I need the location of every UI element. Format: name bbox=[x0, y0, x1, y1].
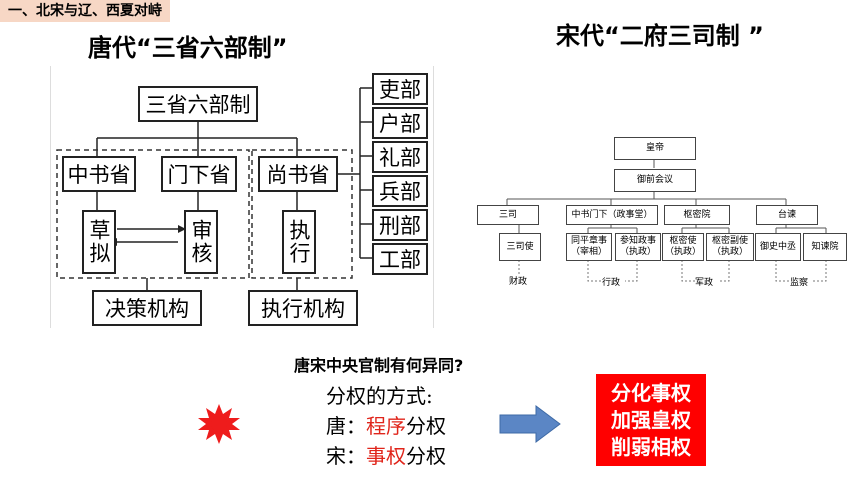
question-text: 唐宋中央官制有何异同? bbox=[294, 356, 464, 375]
function-label: 行政 bbox=[602, 278, 621, 288]
sub-office-box: 御史中丞 bbox=[755, 233, 801, 261]
ministry-box: 吏部 bbox=[372, 73, 428, 105]
draft-box: 草拟 bbox=[82, 210, 116, 274]
branch-box: 中书门下（政事堂） bbox=[566, 205, 658, 225]
method-label: 分权的方式: bbox=[326, 384, 433, 408]
sub-office-text: 枢密副使（执政） bbox=[711, 236, 748, 257]
conclusion-line: 加强皇权 bbox=[611, 407, 691, 432]
function-label: 监察 bbox=[790, 278, 809, 288]
sub-office-box: 同平章事（宰相） bbox=[566, 233, 612, 261]
song-method-line: 宋：事权分权 bbox=[326, 440, 446, 469]
sub-office-box: 枢密副使（执政） bbox=[706, 233, 754, 261]
tang-line-prefix: 唐： bbox=[326, 414, 366, 438]
branch-box: 台谏 bbox=[756, 205, 818, 225]
sub-office-text: 参知政事（执政） bbox=[619, 236, 656, 257]
conclusion-line: 削弱相权 bbox=[611, 434, 691, 459]
ministry-box: 工部 bbox=[372, 243, 428, 275]
tang-title: 唐代“三省六部制” bbox=[88, 34, 288, 62]
branch-box: 三司 bbox=[477, 205, 539, 225]
sub-office-box: 参知政事（执政） bbox=[615, 233, 661, 261]
execute-box: 执行 bbox=[282, 210, 316, 274]
ministry-box: 兵部 bbox=[372, 175, 428, 207]
ministry-box: 户部 bbox=[372, 107, 428, 139]
conclusion-box: 分化事权 加强皇权 削弱相权 bbox=[596, 374, 706, 466]
sub-office-box: 枢密使（执政） bbox=[662, 233, 704, 261]
song-title: 宋代“二府三司制 ” bbox=[556, 22, 764, 50]
zhongshu-box: 中书省 bbox=[62, 156, 136, 192]
branch-box: 枢密院 bbox=[664, 205, 730, 225]
sub-office-text: 同平章事（宰相） bbox=[570, 236, 607, 257]
tang-root-box: 三省六部制 bbox=[138, 86, 258, 122]
conclusion-line: 分化事权 bbox=[611, 380, 691, 405]
sub-office-box: 知谏院 bbox=[803, 233, 847, 261]
song-line-prefix: 宋： bbox=[326, 444, 366, 468]
function-label: 军政 bbox=[695, 278, 714, 288]
tang-line-highlight: 程序 bbox=[366, 414, 406, 438]
function-label: 财政 bbox=[509, 277, 528, 287]
song-line-highlight: 事权 bbox=[366, 444, 406, 468]
song-line-suffix: 分权 bbox=[406, 444, 446, 468]
ministry-box: 礼部 bbox=[372, 141, 428, 173]
emperor-box: 皇帝 bbox=[614, 137, 696, 160]
tang-method-line: 唐：程序分权 bbox=[326, 410, 446, 439]
review-box: 审核 bbox=[184, 210, 218, 274]
arrow-right-icon bbox=[499, 405, 561, 443]
executive-box: 执行机构 bbox=[248, 290, 358, 326]
sub-office-text: 枢密使（执政） bbox=[664, 236, 701, 257]
tang-diagram-frame bbox=[50, 66, 434, 328]
menxia-box: 门下省 bbox=[161, 156, 237, 192]
sun-icon bbox=[198, 404, 240, 444]
tang-line-suffix: 分权 bbox=[406, 414, 446, 438]
section-tag: 一、北宋与辽、西夏对峙 bbox=[0, 0, 170, 22]
sub-office-box: 三司使 bbox=[499, 233, 541, 261]
council-box: 御前会议 bbox=[614, 169, 696, 192]
decision-box: 决策机构 bbox=[92, 290, 202, 326]
ministry-box: 刑部 bbox=[372, 209, 428, 241]
shangshu-box: 尚书省 bbox=[258, 156, 338, 192]
